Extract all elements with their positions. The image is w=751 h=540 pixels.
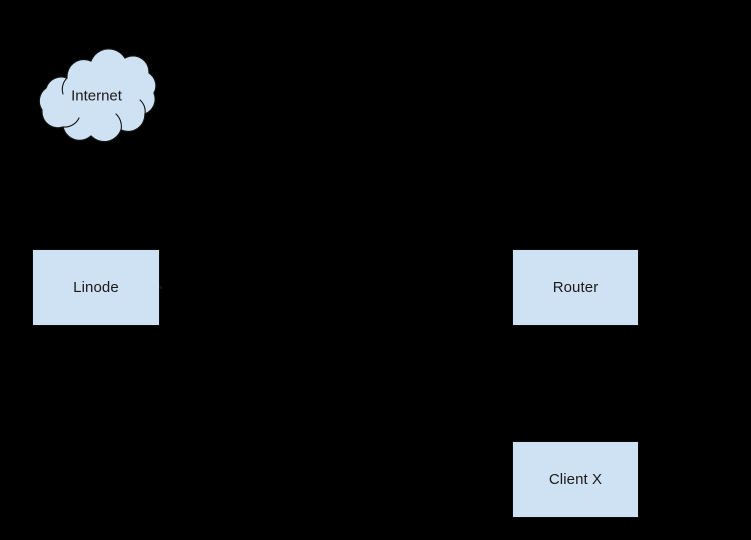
node-client-x[interactable]: Client X: [512, 441, 639, 518]
edge-linode-router: [160, 287, 512, 288]
node-client-x-label: Client X: [548, 471, 603, 488]
node-internet[interactable]: Internet: [33, 48, 160, 143]
linode-port-stub: [159, 286, 162, 289]
node-router[interactable]: Router: [512, 249, 639, 326]
node-linode[interactable]: Linode: [32, 249, 160, 326]
node-router-label: Router: [552, 279, 599, 296]
cloud-icon: [38, 48, 157, 143]
node-linode-label: Linode: [73, 279, 119, 296]
edge-internet-linode: [95, 143, 96, 249]
edge-router-client-x: [575, 326, 576, 441]
